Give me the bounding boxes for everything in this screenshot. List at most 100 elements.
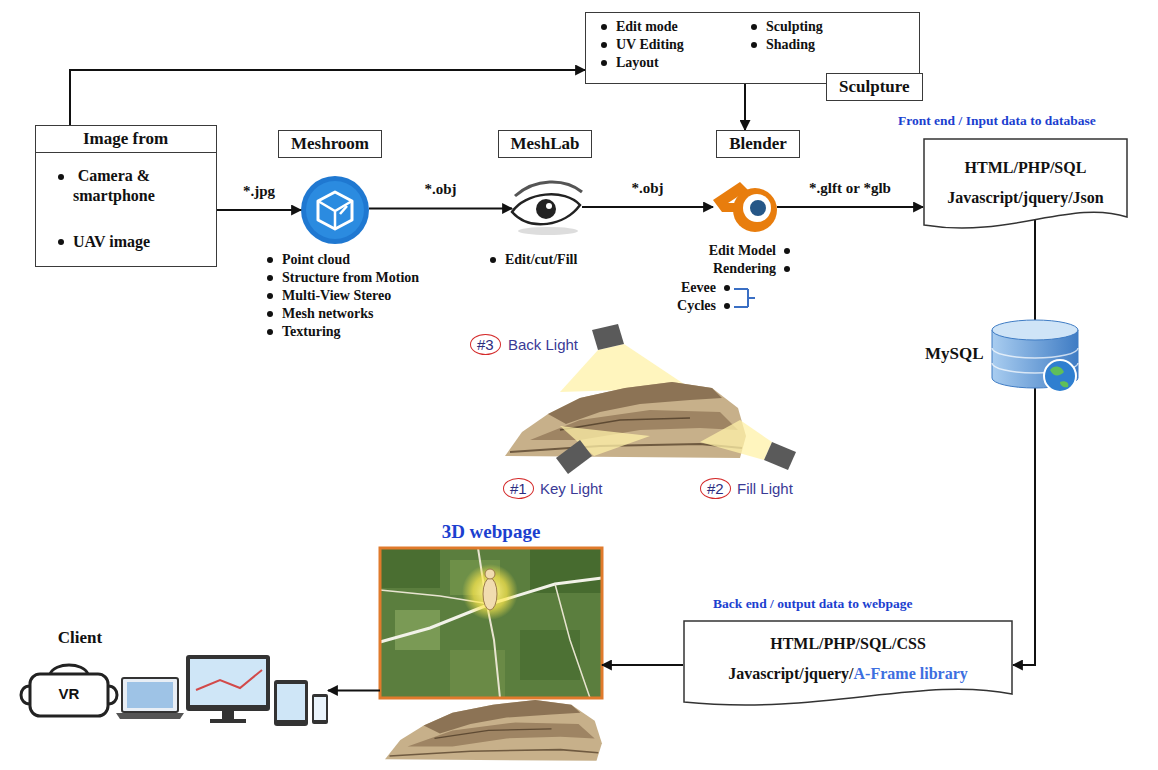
tool-item: UV Editing xyxy=(616,37,684,54)
feature-item: Texturing xyxy=(282,324,341,341)
map-screenshot-part xyxy=(380,548,602,698)
bullet-dot xyxy=(58,174,64,180)
render-engine-bracket-part xyxy=(734,289,755,307)
client-group: Client xyxy=(40,628,120,654)
tool-item: Shading xyxy=(766,37,815,54)
bullet-dot xyxy=(724,285,730,291)
document-outline xyxy=(924,139,1127,228)
client-devices xyxy=(116,655,328,726)
meshlab-logo xyxy=(512,182,582,235)
flow-arrow xyxy=(777,206,923,208)
web-page-view: 3D webpage xyxy=(380,518,602,546)
box-tab-label: Sculpture xyxy=(826,73,923,101)
feature-item: Point cloud xyxy=(282,252,350,269)
map-screenshot-part xyxy=(462,564,518,620)
feature-item: Edit/cut/Fill xyxy=(505,252,577,269)
library-name: A-Frame library xyxy=(854,664,968,683)
bullet-dot xyxy=(601,60,607,66)
software-label-row: MeshLab xyxy=(498,130,593,158)
tool-item: Edit mode xyxy=(616,19,678,36)
document-shape xyxy=(923,138,1128,233)
feature-item-row: Multi-View Stereo xyxy=(267,288,391,305)
feature-item: Mesh networks xyxy=(282,306,373,323)
meshroom-logo-part xyxy=(318,201,352,229)
tech-stack-row: HTML/PHP/SQL/CSS xyxy=(770,634,926,653)
map-screenshot-part xyxy=(520,630,580,680)
tech-stack: Javascript/jquery/Json xyxy=(947,188,1103,207)
database: MySQL xyxy=(925,318,1085,396)
tech-stack: HTML/PHP/SQL xyxy=(965,158,1087,177)
sculpture-tools-box: Edit modeUV EditingLayout SculptingShadin… xyxy=(585,12,920,84)
document-outline xyxy=(684,621,1012,705)
tool-item-row: Shading xyxy=(751,37,815,54)
bullet-dot xyxy=(267,311,273,317)
section-title: Front end / Input data to database xyxy=(898,113,1096,129)
software-label: MeshLab xyxy=(498,130,593,158)
bullet-dot xyxy=(58,239,64,245)
software-label-row: Meshroom xyxy=(278,130,382,158)
client-devices-part xyxy=(186,655,270,711)
database-cylinder xyxy=(990,318,1080,394)
map-screenshot-part xyxy=(380,548,440,588)
client-label: Client xyxy=(58,628,102,648)
bullet-dot xyxy=(751,42,757,48)
render-engine: Cycles xyxy=(677,298,716,315)
vr-headset-part xyxy=(30,674,108,716)
box-heading: Image from xyxy=(35,125,217,153)
flow-arrow xyxy=(744,84,746,130)
client-devices-part xyxy=(312,694,328,724)
blender-step: BlenderEdit ModelRenderingEeveeCycles xyxy=(690,130,810,320)
bullet-dot xyxy=(601,42,607,48)
meshlab-logo-part xyxy=(536,199,556,219)
client-label-row: Client xyxy=(58,628,102,648)
meshlab-logo-part xyxy=(546,203,552,209)
feature-item-row: Edit Model xyxy=(709,243,790,260)
feature-item: Edit Model xyxy=(709,243,776,260)
vr-headset xyxy=(21,665,117,716)
meshlab-logo-part xyxy=(512,194,580,224)
section-title-row: Back end / output data to webpage xyxy=(713,596,913,612)
lighting-setup-part xyxy=(700,420,772,460)
software-label: Blender xyxy=(716,130,800,158)
bullet-dot xyxy=(724,303,730,309)
client-devices-part xyxy=(314,697,326,720)
feature-item: Structure from Motion xyxy=(282,270,419,287)
client-devices-part xyxy=(190,659,266,705)
map-screenshot-part xyxy=(485,569,495,579)
feature-item-row: Point cloud xyxy=(267,252,350,269)
render-engine-bracket xyxy=(734,289,755,307)
flow-arrow xyxy=(369,207,512,209)
light-label: Fill Light xyxy=(737,480,793,497)
flow-arrow xyxy=(328,690,380,692)
map-screenshot-part xyxy=(555,584,590,698)
flow-arrow xyxy=(217,209,301,211)
file-format-label: *.obj xyxy=(629,180,665,197)
meshlab-step: MeshLabEdit/cut/Fill xyxy=(478,130,608,275)
client-devices-part xyxy=(122,678,178,712)
bullet-dot xyxy=(267,257,273,263)
flow-arrow xyxy=(602,664,683,666)
client-devices-part xyxy=(127,682,173,708)
tool-item-row: Layout xyxy=(601,55,659,72)
meshroom-logo xyxy=(301,176,369,244)
map-screenshot-part xyxy=(483,578,497,610)
blender-logo-part xyxy=(750,200,766,216)
light-label: Back Light xyxy=(508,336,578,353)
feature-item-row: Mesh networks xyxy=(267,306,373,323)
feature-item: Multi-View Stereo xyxy=(282,288,391,305)
bullet-dot xyxy=(267,293,273,299)
file-format-label: *.glft or *glb xyxy=(807,180,893,197)
tech-stack: HTML/PHP/SQL/CSS xyxy=(770,634,926,653)
lighting-setup-part xyxy=(592,324,624,350)
blender-logo-part xyxy=(743,194,771,222)
tool-item: Sculpting xyxy=(766,19,823,36)
map-screenshot xyxy=(380,548,602,698)
database-label: MySQL xyxy=(925,344,984,364)
source-item: UAV image xyxy=(73,232,150,251)
feature-item-row: Rendering xyxy=(713,261,790,278)
client-devices-part xyxy=(274,680,308,726)
model-preview xyxy=(385,700,602,761)
